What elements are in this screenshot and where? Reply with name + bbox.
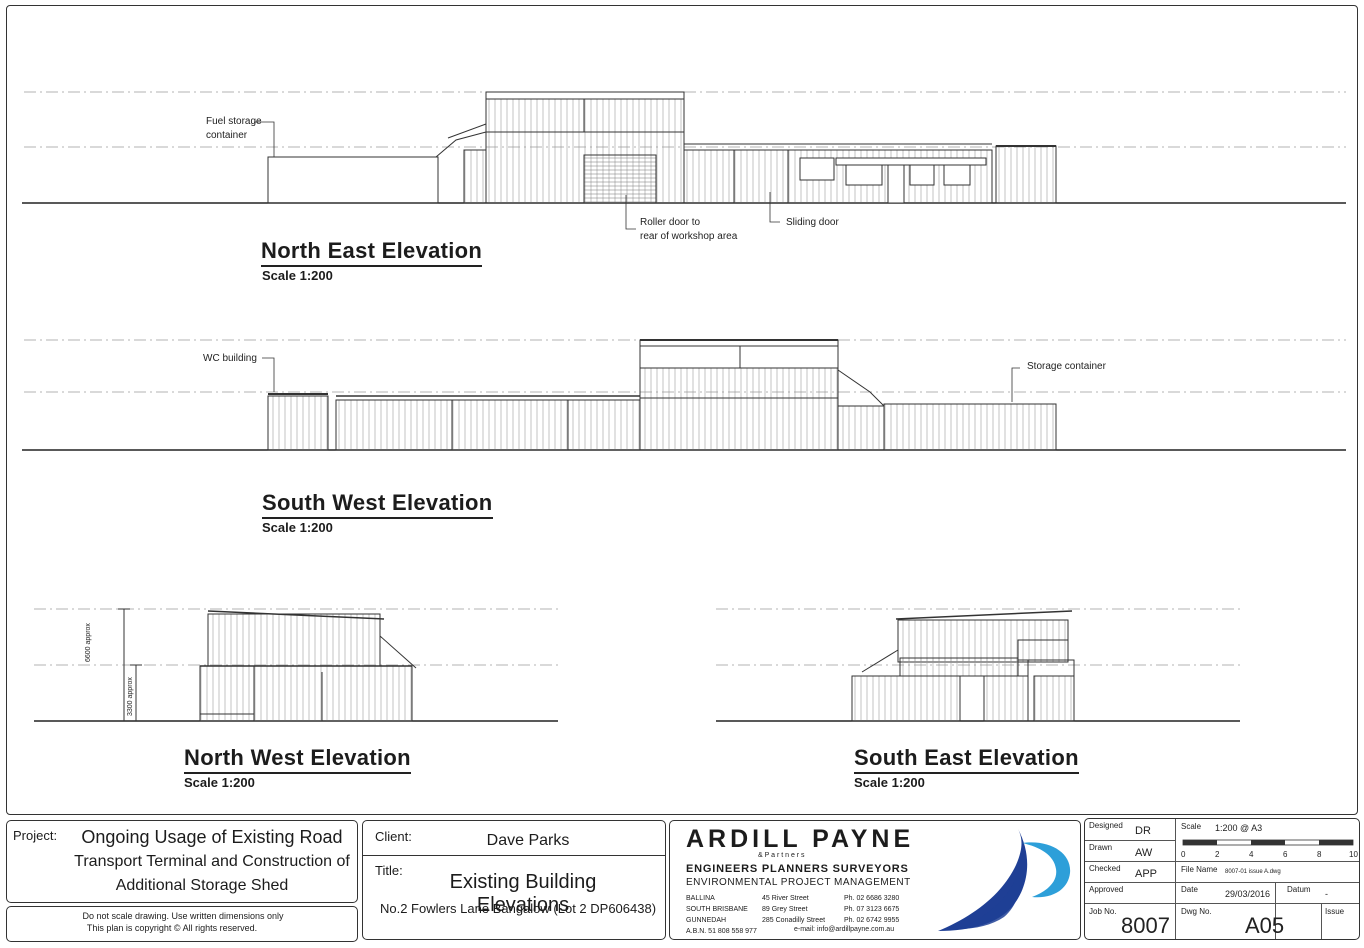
north-west-scale: Scale 1:200 <box>184 775 255 790</box>
drawing-frame <box>6 5 1358 815</box>
project-label: Project: <box>13 828 58 843</box>
file-label: File Name <box>1181 865 1218 874</box>
drawn-value: AW <box>1135 847 1153 859</box>
divider <box>1085 903 1359 904</box>
details-box: Designed DR Drawn AW Checked APP Approve… <box>1084 818 1360 940</box>
client-label: Client: <box>375 829 412 844</box>
firm-logo-icon <box>938 829 1071 931</box>
office-streets: 45 River Street 89 Grey Street 285 Conad… <box>762 893 825 926</box>
north-east-title: North East Elevation <box>261 238 483 267</box>
divider <box>1085 861 1175 862</box>
project-line-2: Transport Terminal and Construction of <box>74 853 350 870</box>
scale-tick: 2 <box>1215 850 1220 859</box>
divider <box>1321 903 1322 939</box>
project-box: Project: Ongoing Usage of Existing Road … <box>6 820 358 903</box>
firm-abn: A.B.N. 51 808 558 977 <box>686 928 757 935</box>
firm-sub: ENVIRONMENTAL PROJECT MANAGEMENT <box>686 877 911 888</box>
drawing-title: Existing Building Elevations <box>449 871 597 916</box>
south-west-title: South West Elevation <box>262 490 493 519</box>
note-fuel-storage: Fuel storage container <box>206 115 262 143</box>
south-east-scale: Scale 1:200 <box>854 775 925 790</box>
file-value: 8007-01 issue A.dwg <box>1225 869 1281 875</box>
north-east-scale: Scale 1:200 <box>262 268 333 283</box>
dwg-label: Dwg No. <box>1181 907 1212 916</box>
south-west-scale: Scale 1:200 <box>262 520 333 535</box>
disclaimer-box: Do not scale drawing. Use written dimens… <box>6 906 358 942</box>
note-sliding-door: Sliding door <box>786 217 839 228</box>
north-west-title: North West Elevation <box>184 745 411 774</box>
drawn-label: Drawn <box>1089 843 1113 852</box>
note-line: container <box>206 130 248 141</box>
dimension-6600: 6600 approx <box>85 623 92 662</box>
office-phones: Ph. 02 6686 3280 Ph. 07 3123 6675 Ph. 02… <box>844 893 899 926</box>
elevation-drawings <box>22 91 1346 722</box>
scale-tick: 8 <box>1317 850 1322 859</box>
checked-label: Checked <box>1089 864 1121 873</box>
office-phone: Ph. 02 6742 9955 <box>844 917 900 924</box>
scale-bar <box>1182 839 1354 846</box>
drawing-address: No.2 Fowlers Lane Bangalow (Lot 2 DP6064… <box>379 901 657 916</box>
firm-name: ARDILL PAYNE <box>686 825 915 853</box>
divider <box>1085 840 1175 841</box>
approved-label: Approved <box>1089 885 1124 894</box>
office-towns: BALLINA SOUTH BRISBANE GUNNEDAH A.B.N. 5… <box>686 893 757 937</box>
note-roller-door: Roller door to rear of workshop area <box>640 216 737 244</box>
date-value: 29/03/2016 <box>1225 889 1271 899</box>
checked-value: APP <box>1135 868 1158 880</box>
divider <box>1275 883 1276 939</box>
job-value: 8007 <box>1121 913 1170 938</box>
note-storage-container: Storage container <box>1027 361 1106 372</box>
office-town: BALLINA <box>686 895 715 902</box>
office-phone: Ph. 07 3123 6675 <box>844 906 900 913</box>
office-street: 45 River Street <box>762 895 809 902</box>
job-label: Job No. <box>1089 907 1117 916</box>
office-phone: Ph. 02 6686 3280 <box>844 895 900 902</box>
south-west-building <box>267 339 1057 451</box>
datum-value: - <box>1325 889 1328 899</box>
office-street: 89 Grey Street <box>762 906 808 913</box>
firm-box: ARDILL PAYNE & P a r t n e r s ENGINEERS… <box>669 820 1081 940</box>
office-town: SOUTH BRISBANE <box>686 906 748 913</box>
dwg-value: A05 <box>1245 913 1285 938</box>
scale-value: 1:200 @ A3 <box>1215 823 1263 833</box>
north-east-building <box>267 91 1057 204</box>
firm-partners: & P a r t n e r s <box>758 852 805 859</box>
designed-label: Designed <box>1089 821 1123 830</box>
project-line-3: Additional Storage Shed <box>115 877 289 894</box>
scale-tick: 4 <box>1249 850 1254 859</box>
divider <box>1175 861 1359 862</box>
date-label: Date <box>1181 885 1198 894</box>
scale-tick: 6 <box>1283 850 1288 859</box>
divider <box>1175 819 1176 939</box>
north-west-building <box>118 608 417 722</box>
client-box: Client: Dave Parks Title: Existing Build… <box>362 820 666 940</box>
note-line: Fuel storage <box>206 116 262 127</box>
firm-disciplines: ENGINEERS PLANNERS SURVEYORS <box>686 863 909 875</box>
firm-email: e-mail: info@ardillpayne.com.au <box>794 926 895 933</box>
note-wc-building: WC building <box>203 353 257 364</box>
title-label: Title: <box>375 863 403 878</box>
project-line-1: Ongoing Usage of Existing Road <box>81 827 343 847</box>
scale-tick: 10 <box>1349 850 1358 859</box>
disclaimer-line-2: This plan is copyright © All rights rese… <box>86 923 258 933</box>
south-east-building <box>851 610 1075 722</box>
issue-label: Issue <box>1325 907 1345 916</box>
office-street: 285 Conadilly Street <box>762 917 826 924</box>
dimension-3300: 3300 approx <box>127 677 134 716</box>
designed-value: DR <box>1135 825 1151 837</box>
scale-tick: 0 <box>1181 850 1186 859</box>
disclaimer-line-1: Do not scale drawing. Use written dimens… <box>82 911 284 921</box>
south-east-title: South East Elevation <box>854 745 1079 774</box>
scale-label: Scale <box>1181 822 1202 831</box>
office-town: GUNNEDAH <box>686 917 727 924</box>
note-line: Roller door to <box>640 217 701 228</box>
note-line: rear of workshop area <box>640 231 738 242</box>
client-divider <box>363 855 665 856</box>
datum-label: Datum <box>1287 885 1311 894</box>
client-name: Dave Parks <box>486 832 570 849</box>
divider <box>1085 882 1359 883</box>
